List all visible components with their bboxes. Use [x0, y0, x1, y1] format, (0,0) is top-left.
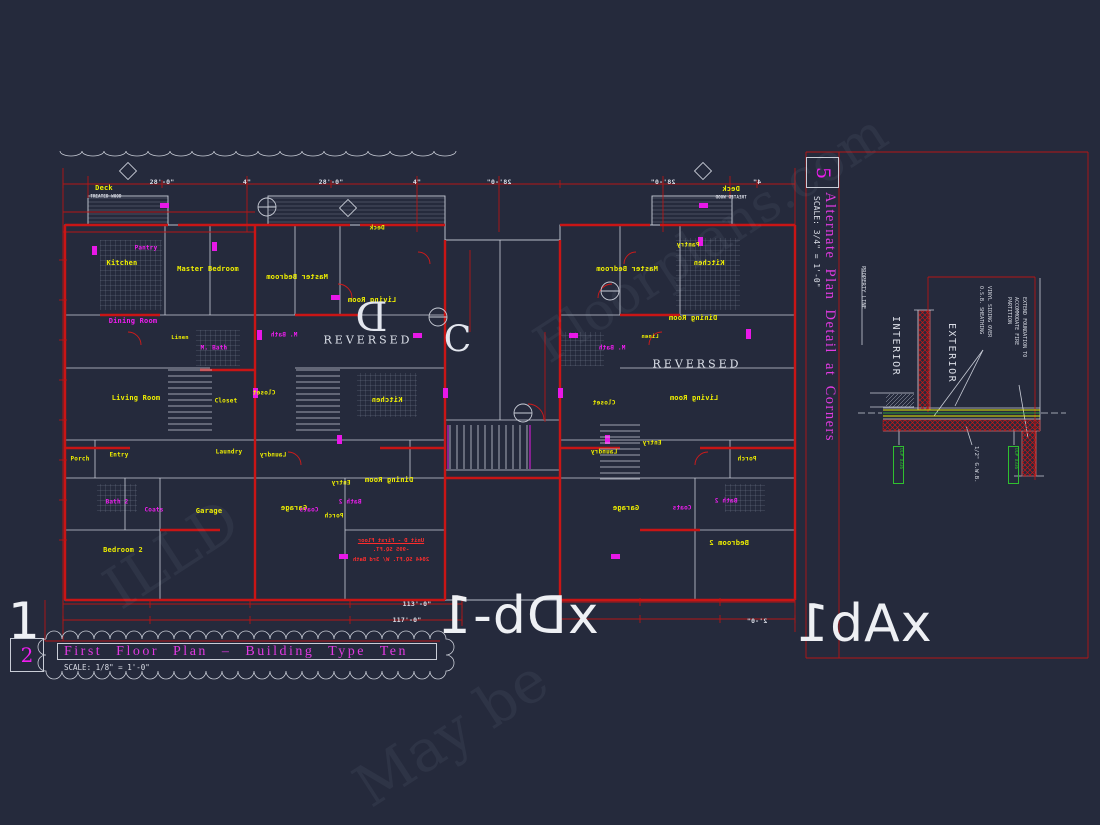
title-number: 2 — [20, 643, 34, 667]
detail-scale: SCALE: 3/4" = 1'-0" — [812, 196, 821, 288]
detail-number-box: 5 — [806, 157, 839, 188]
detail-number: 5 — [811, 166, 834, 179]
detail-title: Alternate Plan Detail at Corners — [822, 192, 838, 443]
property-line-label: PROPERTY LINE — [860, 266, 866, 310]
drawing-scale: SCALE: 1/8" = 1'-0" — [64, 663, 150, 672]
mirrored-plan-tag-bottom: xDb-1 — [438, 586, 599, 646]
drawing-title: First Floor Plan – Building Type Ten — [64, 644, 408, 659]
title-frame — [57, 643, 437, 660]
sheet-number: 1 — [8, 592, 40, 650]
interior-label: INTERIOR — [890, 316, 901, 377]
gwb-note: 1/2" G.W.B. — [973, 446, 979, 483]
ul-rating-tag: UL# U336 — [893, 446, 904, 484]
ul-rating-tag: UL# U336 — [1008, 446, 1019, 484]
title-number-box: 2 — [10, 638, 44, 672]
siding-note: VINYL SIDING OVER O.S.B. SHEATHING — [978, 286, 993, 338]
exterior-label: EXTERIOR — [946, 323, 957, 384]
mirrored-plan-tag-right: xAb1 — [795, 594, 932, 654]
foundation-note: EXTEND FOUNDATION TO ACCOMMODATE FIRE PA… — [1006, 297, 1027, 358]
